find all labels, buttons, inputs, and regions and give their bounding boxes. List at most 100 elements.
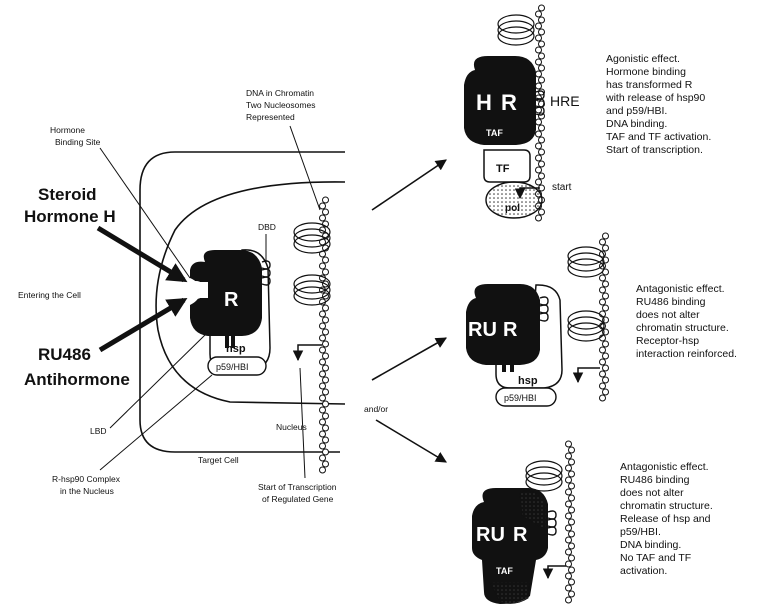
svg-text:Agonistic effect.: Agonistic effect. (606, 53, 680, 65)
dna-bead (569, 531, 575, 537)
p59-label: p59/HBI (504, 393, 537, 403)
dna-bead (536, 155, 542, 161)
hormone-arrow (98, 228, 184, 280)
taf-label: TAF (486, 128, 503, 138)
dna-bead (569, 543, 575, 549)
dna-bead (566, 585, 572, 591)
dna-bead (323, 353, 329, 359)
dna-bead (603, 377, 609, 383)
dna-bead (539, 53, 545, 59)
svg-text:chromatin structure.: chromatin structure. (636, 322, 729, 334)
dna-bead (539, 5, 545, 11)
dna-bead (536, 119, 542, 125)
dna-bead (569, 483, 575, 489)
dna-bead (320, 395, 326, 401)
dna-bead (539, 209, 545, 215)
transcription-start-arrow (548, 566, 566, 578)
dna-bead (539, 125, 545, 131)
p59-label: p59/HBI (216, 362, 249, 372)
dna-bead (323, 401, 329, 407)
dna-bead (323, 341, 329, 347)
leader-line (100, 375, 212, 470)
svg-text:No TAF and TF: No TAF and TF (620, 552, 691, 564)
dna-bead (323, 389, 329, 395)
dna-bead (320, 215, 326, 221)
dna-bead (569, 495, 575, 501)
ru-label: RU (468, 319, 497, 341)
ru-label: RU (476, 524, 505, 546)
dna-bead (569, 471, 575, 477)
dna-bead (323, 461, 329, 467)
ru486-label: Antihormone (24, 370, 130, 389)
dna-bead (536, 131, 542, 137)
svg-text:chromatin structure.: chromatin structure. (620, 500, 713, 512)
dna-bead (600, 359, 606, 365)
ru486-label: RU486 (38, 345, 91, 364)
ru486-arrow (100, 300, 184, 350)
dna-bead (539, 17, 545, 23)
antagonist-outcome-arrow (372, 338, 446, 380)
hsp-link (231, 336, 235, 348)
agonist-description: Agonistic effect. Hormone binding has tr… (605, 53, 711, 156)
agonist-panel: H R TAF HRE TF pol start Agonistic effec… (464, 5, 711, 221)
complex-label: R-hsp90 Complex (52, 474, 121, 484)
nucleosome (568, 247, 604, 277)
dna-bead (536, 143, 542, 149)
antagonist-outcome-arrow (376, 420, 446, 462)
dna-bead (566, 489, 572, 495)
dna-bead (569, 447, 575, 453)
dna-bead (320, 323, 326, 329)
dna-chromatin-label: Represented (246, 112, 295, 122)
antagonist-hsp-panel: RU R hsp p59/HBI Antagonistic effect. RU… (466, 233, 737, 406)
svg-text:Receptor-hsp: Receptor-hsp (636, 335, 699, 347)
dna-bead (320, 371, 326, 377)
dna-bead (536, 167, 542, 173)
dna-bead (320, 347, 326, 353)
dna-bead (323, 257, 329, 263)
dna-bead (323, 305, 329, 311)
dna-bead (539, 173, 545, 179)
tf-label: TF (496, 163, 510, 175)
dna-bead (566, 453, 572, 459)
start-label: start (552, 182, 572, 193)
svg-text:and p59/HBI.: and p59/HBI. (606, 105, 667, 117)
receptor-label: R (224, 289, 239, 311)
dna-strand (566, 441, 575, 603)
dna-bead (566, 537, 572, 543)
dna-bead (320, 467, 326, 473)
and-or-label: and/or (364, 404, 388, 414)
hormone-h-label: H (476, 90, 492, 115)
dna-bead (320, 419, 326, 425)
nucleosome (498, 15, 534, 45)
steroid-hormone-label: Hormone H (24, 207, 116, 226)
dna-bead (536, 83, 542, 89)
antagonist-hsp-description: Antagonistic effect. RU486 binding does … (636, 283, 737, 360)
dna-bead (600, 395, 606, 401)
dna-bead (600, 299, 606, 305)
hsp-label: hsp (518, 375, 538, 387)
dna-bead (603, 389, 609, 395)
dna-bead (539, 137, 545, 143)
svg-text:interaction reinforced.: interaction reinforced. (636, 348, 737, 360)
receptor-label: R (501, 90, 517, 115)
dna-bead (566, 501, 572, 507)
dna-bead (603, 281, 609, 287)
target-cell-label: Target Cell (198, 455, 239, 465)
dna-bead (323, 425, 329, 431)
dna-chromatin-label: DNA in Chromatin (246, 88, 314, 98)
dna-bead (603, 245, 609, 251)
dna-bead (603, 293, 609, 299)
dna-bead (536, 11, 542, 17)
dna-bead (566, 477, 572, 483)
dna-bead (569, 519, 575, 525)
lbd-label: LBD (90, 426, 107, 436)
svg-text:Start of transcription.: Start of transcription. (606, 144, 703, 156)
dna-bead (600, 239, 606, 245)
transcription-start-arrow (298, 345, 322, 360)
dna-bead (569, 555, 575, 561)
dna-bead (603, 353, 609, 359)
dna-bead (539, 77, 545, 83)
dna-bead (536, 47, 542, 53)
steroid-hormone-label: Steroid (38, 185, 97, 204)
dna-bead (320, 443, 326, 449)
